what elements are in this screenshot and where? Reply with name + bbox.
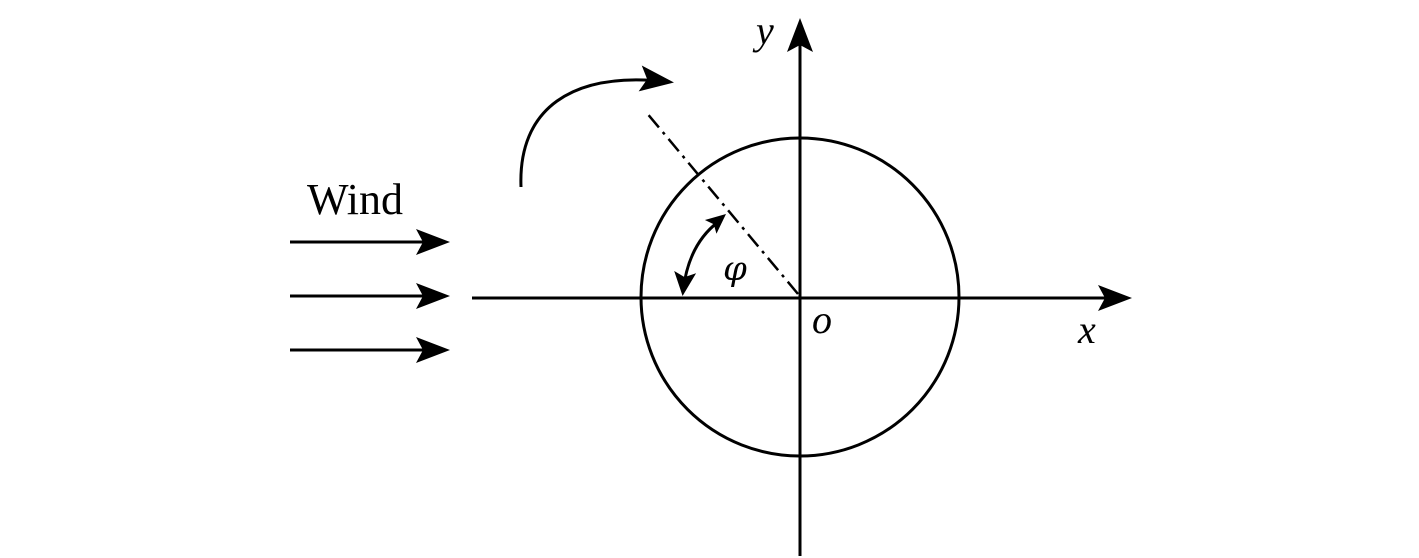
y-axis-label: y: [752, 8, 774, 53]
x-axis-label: x: [1077, 307, 1096, 352]
wind-label: Wind: [307, 175, 403, 224]
rotation-arrow: [519, 65, 674, 188]
angle-label: φ: [723, 249, 747, 289]
origin-label: o: [812, 297, 832, 342]
angle-arc: [674, 220, 719, 296]
angle-reference-line: [645, 111, 799, 295]
wind-arrows: [290, 229, 450, 363]
angle-arc-arrowhead: [704, 214, 726, 234]
